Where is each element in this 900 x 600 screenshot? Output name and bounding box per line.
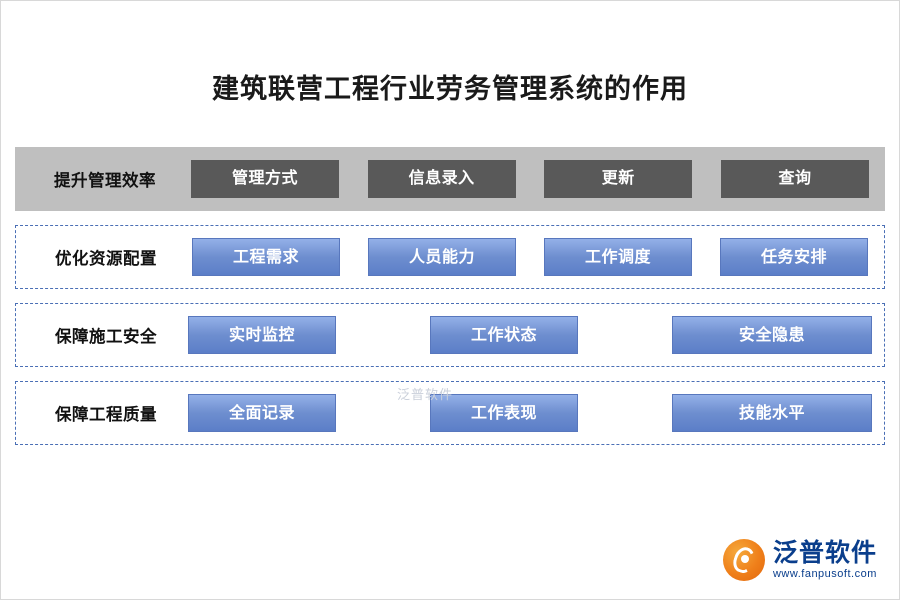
row-label-4: 保障工程质量 [55,406,157,425]
diagram-row-2: 优化资源配置 工程需求 人员能力 工作调度 任务安排 [15,225,885,290]
diagram-row-3: 保障施工安全 实时监控 工作状态 安全隐患 [15,303,885,368]
row-label-1: 提升管理效率 [54,172,156,191]
row-cells-4: 全面记录 工作表现 技能水平 [186,382,874,444]
cell-4-1[interactable]: 全面记录 [188,394,336,433]
diagram-row-1: 提升管理效率 管理方式 信息录入 更新 查询 [15,147,885,212]
brand-texts: 泛普软件 www.fanpusoft.com [772,538,877,581]
cell-2-3[interactable]: 工作调度 [544,238,692,277]
cell-2-1[interactable]: 工程需求 [192,238,340,277]
row-cells-3: 实时监控 工作状态 安全隐患 [186,304,874,366]
cell-4-3[interactable]: 技能水平 [672,394,872,433]
brand-logo: 泛普软件 www.fanpusoft.com [722,538,877,581]
cell-3-3[interactable]: 安全隐患 [672,316,872,355]
brand-name: 泛普软件 [772,538,877,567]
cell-1-4[interactable]: 查询 [720,160,869,199]
page-title: 建筑联营工程行业劳务管理系统的作用 [212,74,688,104]
diagram-rows: 提升管理效率 管理方式 信息录入 更新 查询 优化资源配置 工程需求 人员能力 … [1,147,899,446]
cell-1-1[interactable]: 管理方式 [191,160,339,199]
diagram-row-4: 保障工程质量 全面记录 工作表现 技能水平 [15,381,885,446]
cell-1-3[interactable]: 更新 [544,160,693,199]
fanpu-logo-icon [722,539,765,581]
cell-3-1[interactable]: 实时监控 [188,316,336,355]
row-label-2: 优化资源配置 [55,250,157,269]
cell-4-2[interactable]: 工作表现 [430,394,578,433]
cell-3-2[interactable]: 工作状态 [430,316,578,355]
row-cells-1: 管理方式 信息录入 更新 查询 [185,147,875,211]
cell-2-4[interactable]: 任务安排 [720,238,868,277]
cell-1-2[interactable]: 信息录入 [367,160,516,199]
row-label-3: 保障施工安全 [55,328,157,347]
cell-2-2[interactable]: 人员能力 [368,238,516,277]
brand-url: www.fanpusoft.com [772,568,877,581]
row-cells-2: 工程需求 人员能力 工作调度 任务安排 [186,226,874,288]
